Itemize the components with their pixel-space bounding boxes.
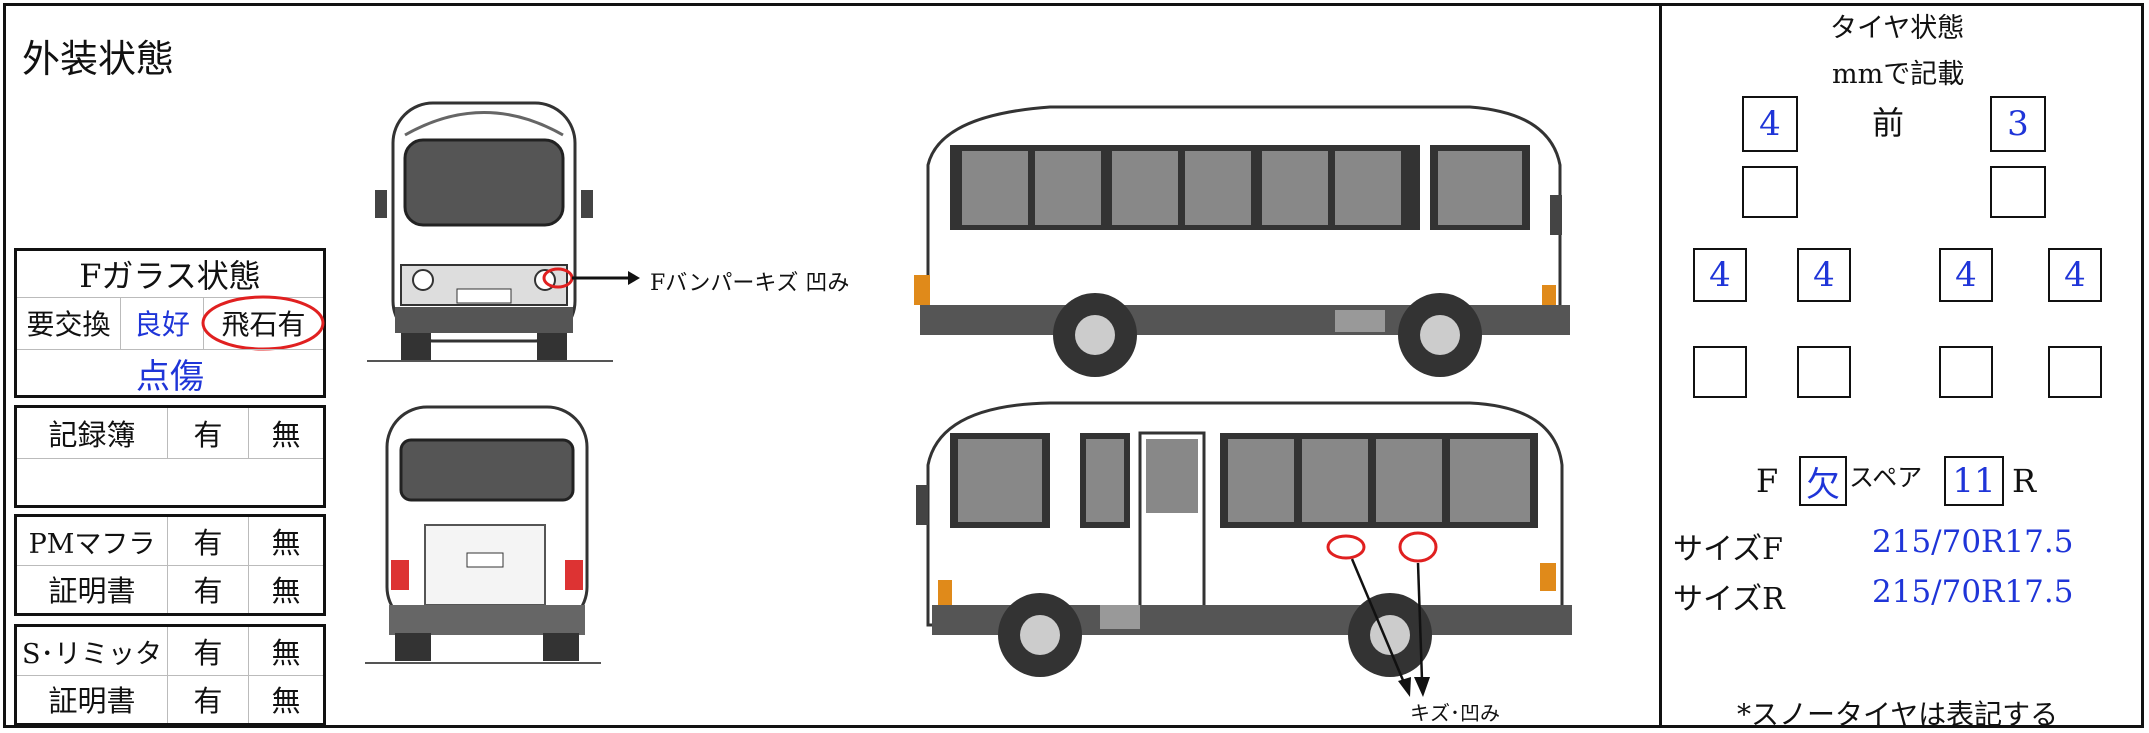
tyre-front-right[interactable]: 3 [1990,96,2046,152]
sl-cert-no[interactable]: 無 [271,684,301,718]
side-damage-markers [1326,531,1438,697]
tyre-front-label: 前 [1872,104,1905,142]
spare-label: スペア [1849,463,1923,492]
side-damage-note: キズ･凹み [1410,701,1500,725]
spare-front-value[interactable]: 欠 [1799,456,1847,506]
record-book-yes[interactable]: 有 [193,418,223,452]
front-bumper-note: Fバンパーキズ 凹み [650,271,850,296]
bus-front-view [367,101,613,362]
section-divider [1659,3,1662,728]
tyre-rear-4[interactable]: 4 [2048,248,2102,302]
record-book-no[interactable]: 無 [271,418,301,452]
speed-limiter-yes[interactable]: 有 [193,636,223,670]
pm-cert-label: 証明書 [48,574,136,608]
spare-rear-value[interactable]: 11 [1944,456,2004,506]
speed-limiter-box: S･リミッタ 有 無 証明書 有 無 [14,624,326,726]
spare-f-prefix: F [1756,462,1779,500]
sl-cert-label: 証明書 [48,684,136,718]
tyre-rear-3[interactable]: 4 [1939,248,1993,302]
pm-muffler-yes[interactable]: 有 [193,526,223,560]
record-book-label: 記録簿 [48,418,136,452]
glass-option-good[interactable]: 良好 [133,308,190,341]
pm-cert-no[interactable]: 無 [271,574,301,608]
tyre-rear-1[interactable]: 4 [1693,248,1747,302]
tyre-rear-1-alt[interactable] [1693,346,1747,398]
glass-note: 点傷 [136,356,204,397]
bus-side-view-right [914,105,1570,377]
tyre-title: タイヤ状態 [1830,13,1965,44]
glass-state-heading: Fガラス状態 [79,257,261,295]
tyre-rear-4-alt[interactable] [2048,346,2102,398]
tyre-subtitle: mmで記載 [1832,59,1965,90]
size-f-value: 215/70R17.5 [1872,524,2074,560]
size-r-value: 215/70R17.5 [1872,574,2074,610]
tyre-rear-3-alt[interactable] [1939,346,1993,398]
pm-muffler-box: PMマフラ 有 無 証明書 有 無 [14,514,326,616]
sheet-frame [3,3,2144,728]
tyre-front-left[interactable]: 4 [1742,96,1798,152]
pm-muffler-label: PMマフラ [28,528,156,560]
tyre-rear-2[interactable]: 4 [1797,248,1851,302]
size-r-label: サイズR [1673,582,1785,617]
pm-cert-yes[interactable]: 有 [193,574,223,608]
tyre-footnote: *スノータイヤは表記する [1737,698,2059,731]
speed-limiter-no[interactable]: 無 [271,636,301,670]
pm-muffler-no[interactable]: 無 [271,526,301,560]
speed-limiter-label: S･リミッタ [22,638,162,670]
front-bumper-arrow [572,271,640,285]
sl-cert-yes[interactable]: 有 [193,684,223,718]
page-title: 外装状態 [22,37,175,81]
bus-side-view-left [916,401,1572,677]
glass-option-chip[interactable]: 飛石有 [221,308,306,341]
spare-r-suffix: R [2012,462,2037,500]
glass-option-replace[interactable]: 要交換 [26,308,111,341]
tyre-rear-2-alt[interactable] [1797,346,1851,398]
size-f-label: サイズF [1673,532,1783,567]
tyre-front-left-alt[interactable] [1742,166,1798,218]
tyre-front-right-alt[interactable] [1990,166,2046,218]
glass-state-box: Fガラス状態 要交換 良好 飛石有 点傷 [14,248,326,398]
bus-rear-view [365,405,601,664]
record-book-box: 記録簿 有 無 [14,405,326,508]
